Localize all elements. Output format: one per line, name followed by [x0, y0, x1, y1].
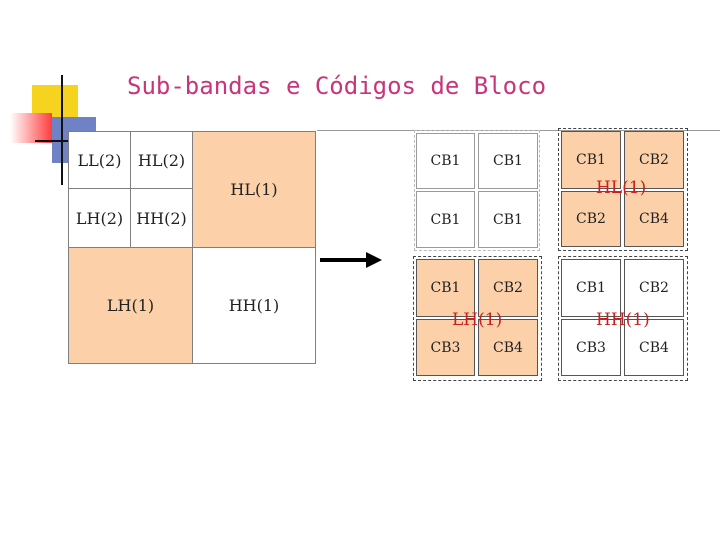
codeblock: CB4 — [478, 319, 538, 376]
codeblock: CB1 — [561, 259, 621, 317]
codeblock: CB1 — [416, 191, 475, 248]
codeblock: CB2 — [478, 259, 538, 317]
arrow-right-icon — [320, 252, 382, 268]
codeblock: CB4 — [624, 319, 684, 376]
decorative-red-gradient — [10, 113, 52, 143]
codeblock: CB2 — [624, 259, 684, 317]
subband-hh1: HH(1) — [192, 247, 316, 364]
ll-group-frame — [414, 130, 540, 251]
codeblock: CB4 — [624, 191, 684, 247]
codeblock: CB1 — [416, 133, 475, 189]
decorative-vertical-line — [61, 75, 63, 185]
lh1-group-label: LH(1) — [452, 310, 503, 330]
hl1-group-label: HL(1) — [596, 178, 647, 198]
subband-hh2: HH(2) — [130, 188, 193, 248]
codeblock: CB3 — [561, 319, 621, 376]
subband-lh2: LH(2) — [68, 188, 131, 248]
codeblock: CB1 — [478, 133, 538, 189]
subband-ll2: LL(2) — [68, 131, 131, 189]
hl1-group-frame — [558, 128, 688, 251]
slide-title: Sub-bandas e Códigos de Bloco — [127, 72, 547, 100]
codeblock: CB1 — [478, 191, 538, 248]
codeblock: CB1 — [561, 131, 621, 189]
subband-hl1: HL(1) — [192, 131, 316, 248]
codeblock: CB2 — [624, 131, 684, 189]
codeblock: CB3 — [416, 319, 475, 376]
hh1-group-frame — [558, 256, 688, 381]
hh1-group-label: HH(1) — [596, 310, 650, 330]
codeblock: CB2 — [561, 191, 621, 247]
subband-lh1: LH(1) — [68, 247, 193, 364]
subband-hl2: HL(2) — [130, 131, 193, 189]
codeblock: CB1 — [416, 259, 475, 317]
lh1-group-frame — [413, 256, 542, 381]
